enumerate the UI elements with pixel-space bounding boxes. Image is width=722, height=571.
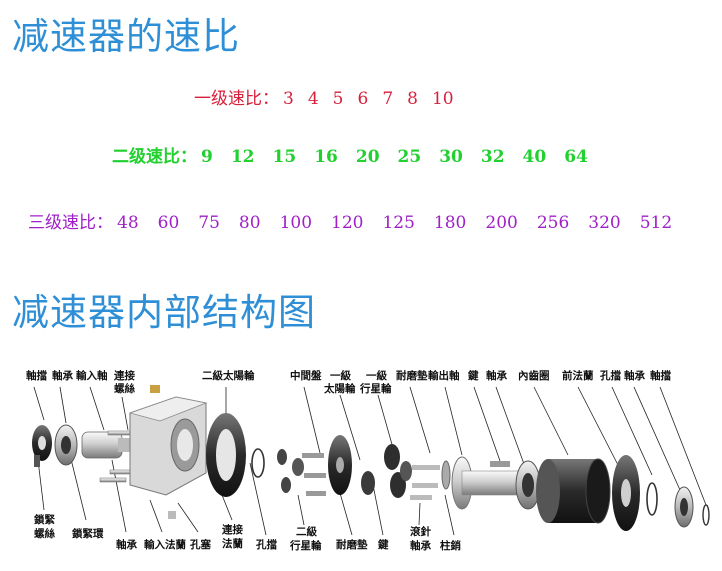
label-hole-stop-2: 孔擋 <box>256 538 277 551</box>
ratio-values-second: 9 12 15 16 20 25 30 32 40 64 <box>201 147 606 167</box>
ratio-value: 200 <box>485 213 518 233</box>
label-input-shaft: 輸入軸 <box>76 369 108 382</box>
ratio-value: 40 <box>522 147 547 167</box>
label-bearing-3: 軸承 <box>624 369 645 382</box>
ratio-value: 4 <box>307 89 319 109</box>
ratio-line-second-stage: 二级速比：9 12 15 16 20 25 30 32 40 64 <box>112 142 606 167</box>
ratio-value: 320 <box>588 213 621 233</box>
labels-bottom: 鎖緊 螺絲 鎖緊環 軸承 輸入法蘭 孔塞 連接 法蘭 孔擋 二級 行星輪 耐磨墊… <box>34 513 461 552</box>
label-needle-bearing-b: 軸承 <box>410 539 431 552</box>
label-sun-gear-1a: 一級 <box>330 369 351 382</box>
second-stage-planet-gears <box>277 449 326 496</box>
ratio-value: 8 <box>407 89 418 109</box>
label-connecting-bolt-a: 連接 <box>114 369 135 382</box>
ratio-value: 7 <box>382 89 394 109</box>
parts <box>32 385 710 531</box>
label-hole-plug: 孔塞 <box>190 538 211 551</box>
label-output-shaft: 輸出軸 <box>428 369 460 382</box>
label-sun-gear-1b: 太陽輪 <box>323 382 356 395</box>
label-planet-gear-2b: 行星輪 <box>289 539 322 552</box>
label-lock-nut-a: 鎖緊 <box>34 513 55 526</box>
label-key-2: 鍵 <box>378 538 389 551</box>
ratio-value: 10 <box>431 89 454 109</box>
ratio-value: 32 <box>480 147 505 167</box>
ratio-value: 16 <box>314 147 338 167</box>
ratio-value: 15 <box>272 147 297 167</box>
ring-gear-part <box>536 458 611 524</box>
ratio-value: 256 <box>536 213 570 233</box>
label-planet-gear-1b: 行星輪 <box>359 382 392 395</box>
heading-reducer-structure: 减速器内部结构图 <box>12 291 316 334</box>
label-wear-washer-2: 耐磨墊 <box>336 538 368 551</box>
label-connecting-flange-a: 連接 <box>222 523 243 536</box>
ratio-value: 180 <box>433 213 467 233</box>
label-bearing-1: 軸承 <box>52 369 73 382</box>
ratio-line-third-stage: 三级速比：48 60 75 80 100 120 125 180 200 256 320 512 <box>28 208 691 233</box>
label-wear-washer-1: 耐磨墊 <box>396 369 428 382</box>
label-bearing-4: 軸承 <box>116 538 137 551</box>
ratio-value: 3 <box>283 89 294 109</box>
ratio-values-third: 48 60 75 80 100 120 125 180 200 256 320 512 <box>117 213 691 233</box>
ratio-value: 5 <box>332 89 344 109</box>
ratio-value: 125 <box>382 213 415 233</box>
label-input-flange: 輸入法蘭 <box>144 538 186 551</box>
leader-lines <box>33 386 707 536</box>
ratio-value: 6 <box>357 89 369 109</box>
ratio-value: 25 <box>397 147 422 167</box>
ratio-label-second: 二级速比： <box>112 147 197 167</box>
ratio-value: 48 <box>117 213 139 233</box>
ratio-label-third: 三级速比： <box>28 213 113 233</box>
ratio-value: 9 <box>201 147 213 167</box>
exploded-structure-diagram: 軸擋 軸承 輸入軸 連接 螺絲 二級太陽輪 中間盤 一級 太陽輪 一級 行星輪 … <box>26 369 710 552</box>
label-shaft-stop-2: 軸擋 <box>650 369 671 382</box>
label-key-1: 鍵 <box>468 369 479 382</box>
label-needle-bearing-a: 滾針 <box>410 525 431 538</box>
ratio-value: 120 <box>331 213 364 233</box>
ratio-value: 100 <box>279 213 313 233</box>
label-planet-gear-1a: 一級 <box>366 369 387 382</box>
labels-top: 軸擋 軸承 輸入軸 連接 螺絲 二級太陽輪 中間盤 一級 太陽輪 一級 行星輪 … <box>26 369 671 395</box>
heading-reducer-ratio: 减速器的速比 <box>12 15 240 58</box>
label-lock-nut-b: 螺絲 <box>34 527 55 540</box>
label-cylinder-pin: 柱銷 <box>440 539 461 552</box>
ratio-value: 64 <box>564 147 588 167</box>
ratio-value: 60 <box>157 213 180 233</box>
ratio-value: 20 <box>355 147 380 167</box>
ratio-value: 12 <box>230 147 255 167</box>
label-middle-plate: 中間盤 <box>290 369 322 382</box>
ratio-value: 75 <box>198 213 220 233</box>
label-front-flange: 前法蘭 <box>562 369 594 382</box>
label-lock-ring: 鎖緊環 <box>72 527 104 540</box>
ratio-value: 80 <box>238 213 261 233</box>
label-connecting-bolt-b: 螺絲 <box>114 382 135 395</box>
ratio-label-first: 一级速比： <box>194 89 279 109</box>
label-shaft-stop-1: 軸擋 <box>26 369 47 382</box>
label-connecting-flange-b: 法蘭 <box>222 537 243 550</box>
first-stage-gears <box>361 444 440 500</box>
label-planet-gear-2a: 二級 <box>296 525 317 538</box>
label-ring-gear: 內齒圈 <box>518 369 550 382</box>
label-hole-stop: 孔擋 <box>600 369 621 382</box>
label-bearing-2: 軸承 <box>486 369 507 382</box>
input-shaft-part <box>81 431 123 459</box>
label-sun-gear-2: 二級太陽輪 <box>202 369 255 382</box>
ratio-value: 30 <box>439 147 463 167</box>
ratio-value: 512 <box>639 213 673 233</box>
